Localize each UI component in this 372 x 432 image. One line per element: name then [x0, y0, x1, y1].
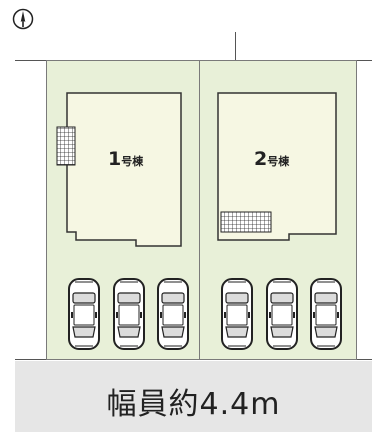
- car-icon: [310, 278, 342, 350]
- car-icon: [68, 278, 100, 350]
- building-2-label: 2号棟: [254, 148, 289, 170]
- road: 幅員約4.4m: [15, 361, 372, 432]
- building-1-suffix: 号棟: [121, 155, 144, 168]
- building-1-balcony-grid: [56, 126, 76, 166]
- north-arrow-icon: [12, 8, 34, 30]
- building-2-balcony-grid: [220, 211, 272, 233]
- car-icon: [157, 278, 189, 350]
- car-icon: [266, 278, 298, 350]
- building-2-suffix: 号棟: [267, 155, 290, 168]
- building-1-outline: [66, 92, 182, 247]
- building-2-outline: [217, 92, 337, 241]
- building-1-number: 1: [108, 148, 122, 170]
- building-2-number: 2: [254, 148, 268, 170]
- neighbor-boundary-tick: [235, 32, 236, 61]
- car-icon: [113, 278, 145, 350]
- car-icon: [221, 278, 253, 350]
- building-1-label: 1号棟: [108, 148, 143, 170]
- road-width-label: 幅員約4.4m: [106, 387, 281, 422]
